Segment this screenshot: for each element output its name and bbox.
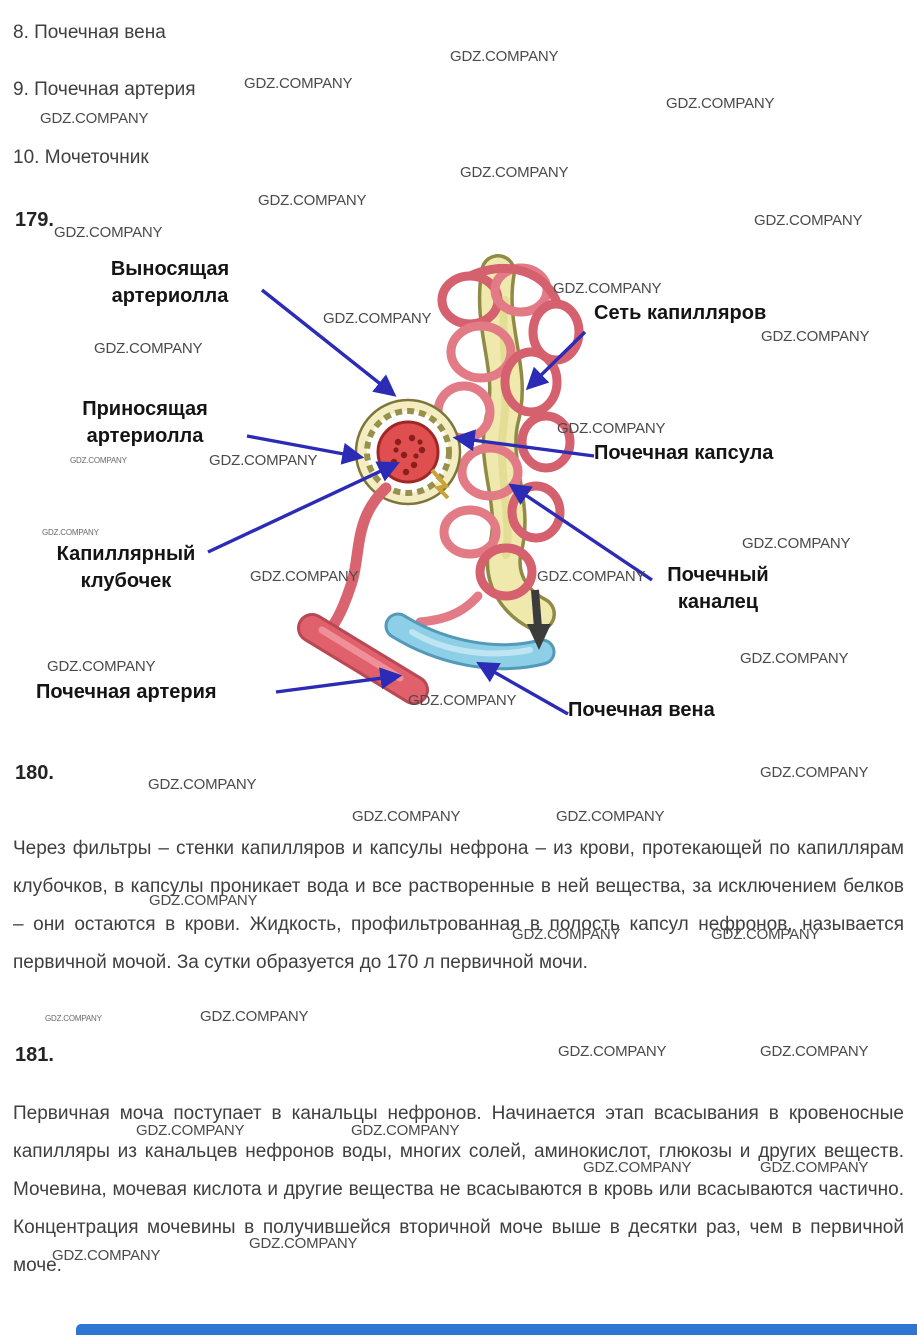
glomerulus-art xyxy=(354,398,462,506)
label-arrow-glomerulus xyxy=(207,461,401,554)
watermark: GDZ.COMPANY xyxy=(760,1043,869,1060)
footer-bar xyxy=(76,1324,917,1335)
label-renal-tubule: Почечный каналец xyxy=(667,564,769,613)
watermark: GDZ.COMPANY xyxy=(742,535,851,552)
label-renal-capsule: Почечная капсула xyxy=(594,442,774,464)
watermark: GDZ.COMPANY xyxy=(42,528,99,537)
watermark: GDZ.COMPANY xyxy=(512,926,621,943)
label-renal-vein: Почечная вена xyxy=(568,699,715,721)
watermark: GDZ.COMPANY xyxy=(258,192,367,209)
label-efferent-arteriole: Выносящая артериолла xyxy=(110,258,230,307)
watermark: GDZ.COMPANY xyxy=(450,48,559,65)
label-arrows xyxy=(207,288,653,716)
watermark: GDZ.COMPANY xyxy=(47,658,156,675)
label-afferent-arteriole: Приносящая артериолла xyxy=(82,398,208,447)
watermark: GDZ.COMPANY xyxy=(200,1008,309,1025)
watermark: GDZ.COMPANY xyxy=(537,568,646,585)
watermark: GDZ.COMPANY xyxy=(40,110,149,127)
watermark: GDZ.COMPANY xyxy=(45,1014,102,1023)
watermark: GDZ.COMPANY xyxy=(711,926,820,943)
label-capillary-glomerulus: Капиллярный клубочек xyxy=(56,543,196,592)
watermark: GDZ.COMPANY xyxy=(54,224,163,241)
label-arrow-tubule xyxy=(508,483,653,582)
watermark: GDZ.COMPANY xyxy=(754,212,863,229)
section-number-181: 181. xyxy=(15,1044,54,1066)
renal-vein-art xyxy=(384,612,556,671)
paragraph-180: Через фильтры – стенки капилляров и капс… xyxy=(13,838,904,973)
label-arrow-artery xyxy=(275,667,403,694)
watermark: GDZ.COMPANY xyxy=(583,1159,692,1176)
watermark: GDZ.COMPANY xyxy=(136,1122,245,1139)
section-number-180: 180. xyxy=(15,762,54,784)
label-capillary-network: Сеть капилляров xyxy=(594,302,767,324)
watermark: GDZ.COMPANY xyxy=(760,764,869,781)
label-renal-artery: Почечная артерия xyxy=(36,681,217,703)
label-arrow-network xyxy=(525,330,587,391)
watermark: GDZ.COMPANY xyxy=(556,808,665,825)
watermark: GDZ.COMPANY xyxy=(352,808,461,825)
paragraph-181: Первичная моча поступает в канальцы нефр… xyxy=(13,1103,904,1276)
duct-arrow-art xyxy=(527,589,551,650)
watermark: GDZ.COMPANY xyxy=(761,328,870,345)
watermark: GDZ.COMPANY xyxy=(460,164,569,181)
watermark: GDZ.COMPANY xyxy=(760,1159,869,1176)
label-arrow-capsule xyxy=(452,429,595,458)
watermark: GDZ.COMPANY xyxy=(740,650,849,667)
renal-artery-art xyxy=(297,482,429,705)
watermark: GDZ.COMPANY xyxy=(553,280,662,297)
watermark: GDZ.COMPANY xyxy=(250,568,359,585)
label-arrow-efferent xyxy=(260,288,397,397)
answer-item-10: 10. Мочеточник xyxy=(13,147,149,168)
watermark: GDZ.COMPANY xyxy=(323,310,432,327)
answer-item-9: 9. Почечная артерия xyxy=(13,79,196,100)
watermark: GDZ.COMPANY xyxy=(149,892,258,909)
watermark: GDZ.COMPANY xyxy=(557,420,666,437)
watermark: GDZ.COMPANY xyxy=(94,340,203,357)
watermark: GDZ.COMPANY xyxy=(666,95,775,112)
watermark: GDZ.COMPANY xyxy=(351,1122,460,1139)
watermark: GDZ.COMPANY xyxy=(209,452,318,469)
section-number-179: 179. xyxy=(15,209,54,231)
watermark: GDZ.COMPANY xyxy=(558,1043,667,1060)
watermark: GDZ.COMPANY xyxy=(148,776,257,793)
watermark: GDZ.COMPANY xyxy=(52,1247,161,1264)
watermark: GDZ.COMPANY xyxy=(408,692,517,709)
answer-item-8: 8. Почечная вена xyxy=(13,22,166,43)
watermark: GDZ.COMPANY xyxy=(244,75,353,92)
watermark: GDZ.COMPANY xyxy=(249,1235,358,1252)
tubule-art xyxy=(477,254,556,632)
watermark: GDZ.COMPANY xyxy=(70,456,127,465)
